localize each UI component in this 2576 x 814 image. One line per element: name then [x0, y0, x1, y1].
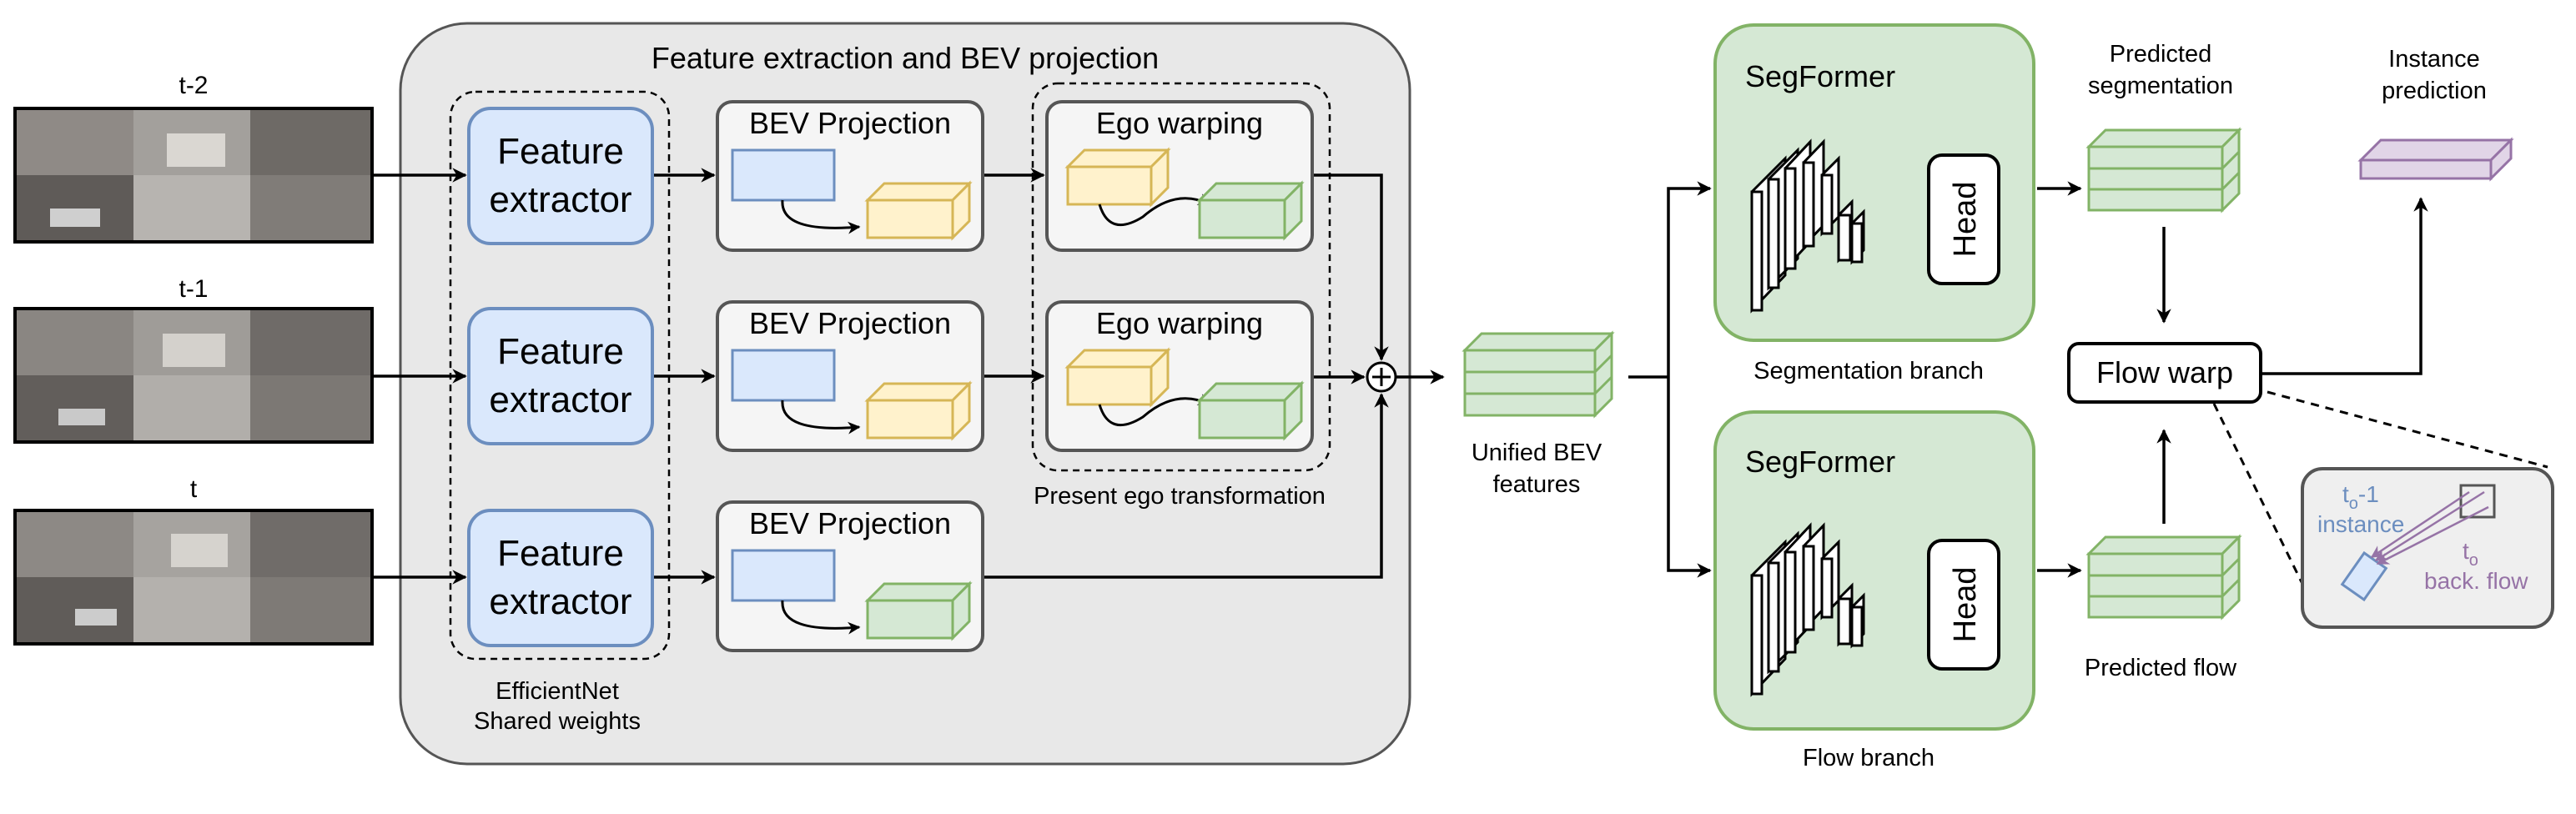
svg-text:Feature: Feature — [497, 131, 624, 172]
backward-flow-inset: to-1 instance to back. flow — [2301, 467, 2554, 629]
svg-text:Predicted flow: Predicted flow — [2085, 655, 2237, 681]
segformer-title: SegFormer — [1745, 445, 1895, 479]
svg-text:segmentation: segmentation — [2088, 73, 2233, 99]
instance-prediction: Instance prediction — [2357, 46, 2514, 182]
svg-text:Feature: Feature — [497, 331, 624, 372]
connector-arrows — [374, 168, 1445, 585]
segformer-title: SegFormer — [1745, 59, 1895, 93]
backbone-caption-line1: EfficientNet — [496, 678, 619, 705]
bev-cube-yellow — [864, 180, 973, 241]
frame-label-t-1: t-1 — [179, 275, 208, 303]
feature-section-title: Feature extraction and BEV projection — [652, 41, 1159, 75]
back-flow-arrows — [2370, 490, 2489, 565]
backbone-caption-line2: Shared weights — [474, 708, 641, 735]
segmentation-branch-caption: Segmentation branch — [1753, 358, 1984, 384]
camera-image-t — [13, 509, 374, 646]
feature-extractor-2: Feature extractor — [467, 307, 654, 445]
svg-text:features: features — [1493, 471, 1581, 498]
bev-cube-green — [864, 580, 973, 641]
flow-head: Head — [1927, 539, 2000, 671]
svg-text:Ego warping: Ego warping — [1096, 106, 1263, 140]
svg-text:Instance: Instance — [2388, 46, 2480, 73]
svg-text:BEV Projection: BEV Projection — [749, 306, 951, 340]
ego-group-caption: Present ego transformation — [1034, 483, 1326, 510]
segmentation-branch: SegFormer Head Segmentation branch — [1713, 23, 2035, 384]
svg-text:prediction: prediction — [2382, 78, 2487, 104]
bev-projection-3: BEV Projection — [716, 500, 984, 652]
svg-text:Predicted: Predicted — [2110, 41, 2212, 68]
svg-text:BEV Projection: BEV Projection — [749, 106, 951, 140]
svg-text:extractor: extractor — [489, 179, 631, 220]
encoder-layers — [1750, 522, 1865, 697]
camera-image-t-1 — [13, 307, 374, 444]
ego-warping-2: Ego warping — [1045, 300, 1314, 452]
seg-head: Head — [1927, 153, 2000, 285]
predicted-segmentation: Predicted segmentation — [2085, 41, 2242, 214]
prev-instance-label: to-1 — [2342, 481, 2379, 513]
flow-warp: Flow warp — [2067, 342, 2262, 404]
bev-projection-1: BEV Projection — [716, 100, 984, 252]
svg-text:BEV Projection: BEV Projection — [749, 506, 951, 540]
flow-branch-caption: Flow branch — [1803, 745, 1935, 771]
predicted-flow: Predicted flow — [2085, 534, 2242, 681]
feature-extractor-3: Feature extractor — [467, 509, 654, 647]
ego-transformation-group — [1031, 82, 1331, 472]
back-flow-word: back. flow — [2424, 568, 2528, 594]
input-frames: t-2 t-1 t — [13, 72, 374, 646]
encoder-layers — [1750, 138, 1865, 314]
svg-text:Feature: Feature — [497, 533, 624, 574]
unified-bev-features: Unified BEV features — [1462, 330, 1615, 498]
zoom-lines — [2212, 390, 2548, 585]
svg-text:extractor: extractor — [489, 581, 631, 622]
feature-extractor-1: Feature extractor — [467, 107, 654, 245]
svg-text:Ego warping: Ego warping — [1096, 306, 1263, 340]
frame-label-t-2: t-2 — [179, 72, 208, 99]
svg-text:Unified BEV: Unified BEV — [1472, 440, 1602, 466]
svg-text:Head: Head — [1948, 182, 1983, 258]
output-arrows — [2037, 181, 2428, 578]
current-instance-box — [2459, 484, 2496, 519]
prev-instance-word: instance — [2317, 511, 2404, 537]
feature-extraction-panel: Feature extraction and BEV projection Ef… — [399, 22, 1411, 766]
sum-node — [1366, 361, 1397, 393]
flow-branch: SegFormer Head Flow branch — [1713, 410, 2035, 771]
bev-cube-yellow — [864, 380, 973, 441]
back-flow-label: to — [2463, 538, 2478, 570]
svg-text:extractor: extractor — [489, 379, 631, 420]
branch-split-arrows — [1628, 181, 1712, 578]
frame-label-t: t — [190, 475, 198, 503]
ego-warping-1: Ego warping — [1045, 100, 1314, 252]
svg-text:Flow warp: Flow warp — [2096, 355, 2233, 389]
camera-image-t-2 — [13, 107, 374, 244]
svg-text:Head: Head — [1948, 567, 1983, 643]
bev-projection-2: BEV Projection — [716, 300, 984, 452]
